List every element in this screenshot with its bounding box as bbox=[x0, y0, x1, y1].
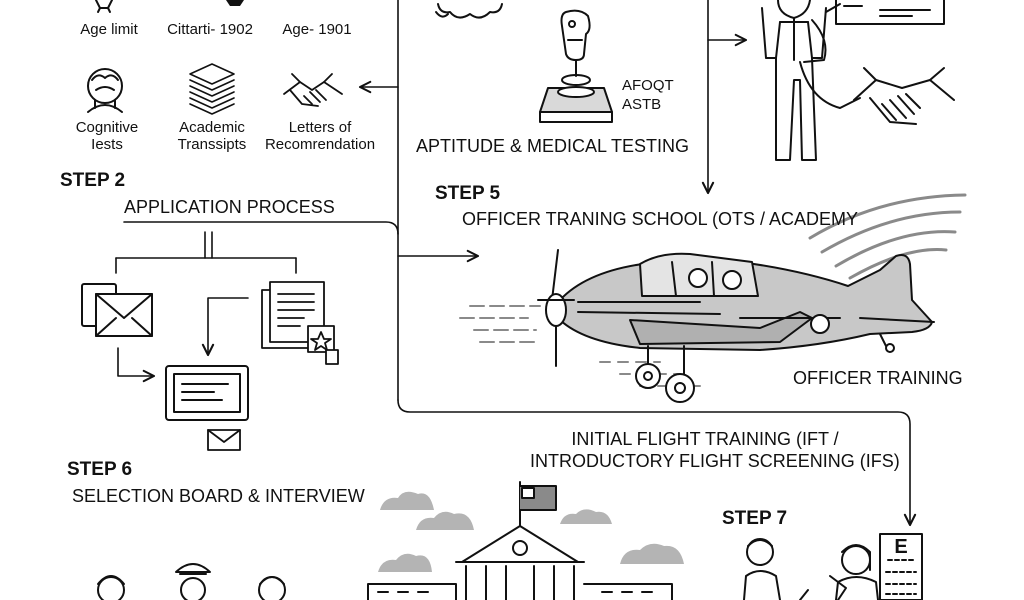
letters-of-recommendation-label: Letters of Recomrendation bbox=[258, 119, 382, 153]
paper-stack-icon bbox=[189, 63, 235, 115]
eye-chart-letter: E bbox=[894, 536, 908, 558]
academic-transcripts-label: Academic Transsipts bbox=[160, 119, 264, 153]
officer-training-school-title: OFFICER TRANING SCHOOL (OTS / ACADEMY bbox=[462, 209, 859, 229]
academic-cap-icon bbox=[226, 0, 244, 6]
letters-line-2: Recomrendation bbox=[264, 136, 376, 153]
step-7-label: STEP 7 bbox=[722, 508, 788, 529]
age-limit-icon bbox=[95, 0, 113, 13]
application-process-title: APPLICATION PROCESS bbox=[124, 197, 335, 217]
clipboard-document-icon bbox=[825, 0, 945, 25]
cognitive-line-2: Iests bbox=[91, 136, 123, 153]
envelope-icon bbox=[81, 283, 153, 337]
test-codes: AFOQT ASTB bbox=[622, 76, 674, 114]
selection-board-title: SELECTION BOARD & INTERVIEW bbox=[72, 486, 365, 506]
documents-icon bbox=[261, 281, 339, 365]
initial-flight-training-title: INITIAL FLIGHT TRAINING (IFT / INTRODUCT… bbox=[530, 428, 900, 472]
handshake-icon bbox=[283, 73, 343, 107]
connector-lines bbox=[115, 0, 917, 527]
age-limit-label: Age limit bbox=[80, 21, 138, 38]
small-envelope-icon bbox=[207, 429, 241, 451]
officer-training-label: OFFICER TRAINING bbox=[793, 368, 963, 388]
brain-head-icon bbox=[87, 68, 123, 113]
handshake-large-icon bbox=[853, 67, 955, 125]
step-2-label: STEP 2 bbox=[60, 170, 126, 191]
cognitive-line-1: Cognitive bbox=[75, 119, 139, 136]
afoqt-label: AFOQT bbox=[622, 77, 674, 94]
citizenship-label: Cittarti- 1902 bbox=[167, 21, 253, 38]
thought-cloud-icon bbox=[435, 3, 503, 19]
interview-panel-icons bbox=[97, 563, 286, 600]
astb-label: ASTB bbox=[622, 96, 662, 113]
academy-building-icon bbox=[367, 481, 673, 600]
letters-line-1: Letters of bbox=[288, 119, 352, 136]
step-6-label: STEP 6 bbox=[67, 459, 133, 480]
eye-exam-icons bbox=[743, 533, 923, 600]
computer-monitor-icon bbox=[165, 365, 249, 421]
flight-line-1: INITIAL FLIGHT TRAINING (IFT / bbox=[571, 429, 839, 449]
joystick-icon bbox=[539, 9, 613, 123]
academic-line-1: Academic bbox=[179, 119, 245, 136]
clouds bbox=[378, 491, 684, 572]
flight-line-2: INTRODUCTORY FLIGHT SCREENING (IFS) bbox=[530, 451, 900, 471]
academic-line-2: Transsipts bbox=[177, 136, 247, 153]
cognitive-tests-label: Cognitive Iests bbox=[62, 119, 152, 153]
age-year-label: Age- 1901 bbox=[282, 21, 352, 38]
step-5-label: STEP 5 bbox=[435, 183, 501, 204]
doctor-icon bbox=[761, 0, 861, 161]
airplane-icon bbox=[537, 249, 935, 403]
aptitude-medical-testing-title: APTITUDE & MEDICAL TESTING bbox=[416, 136, 690, 156]
